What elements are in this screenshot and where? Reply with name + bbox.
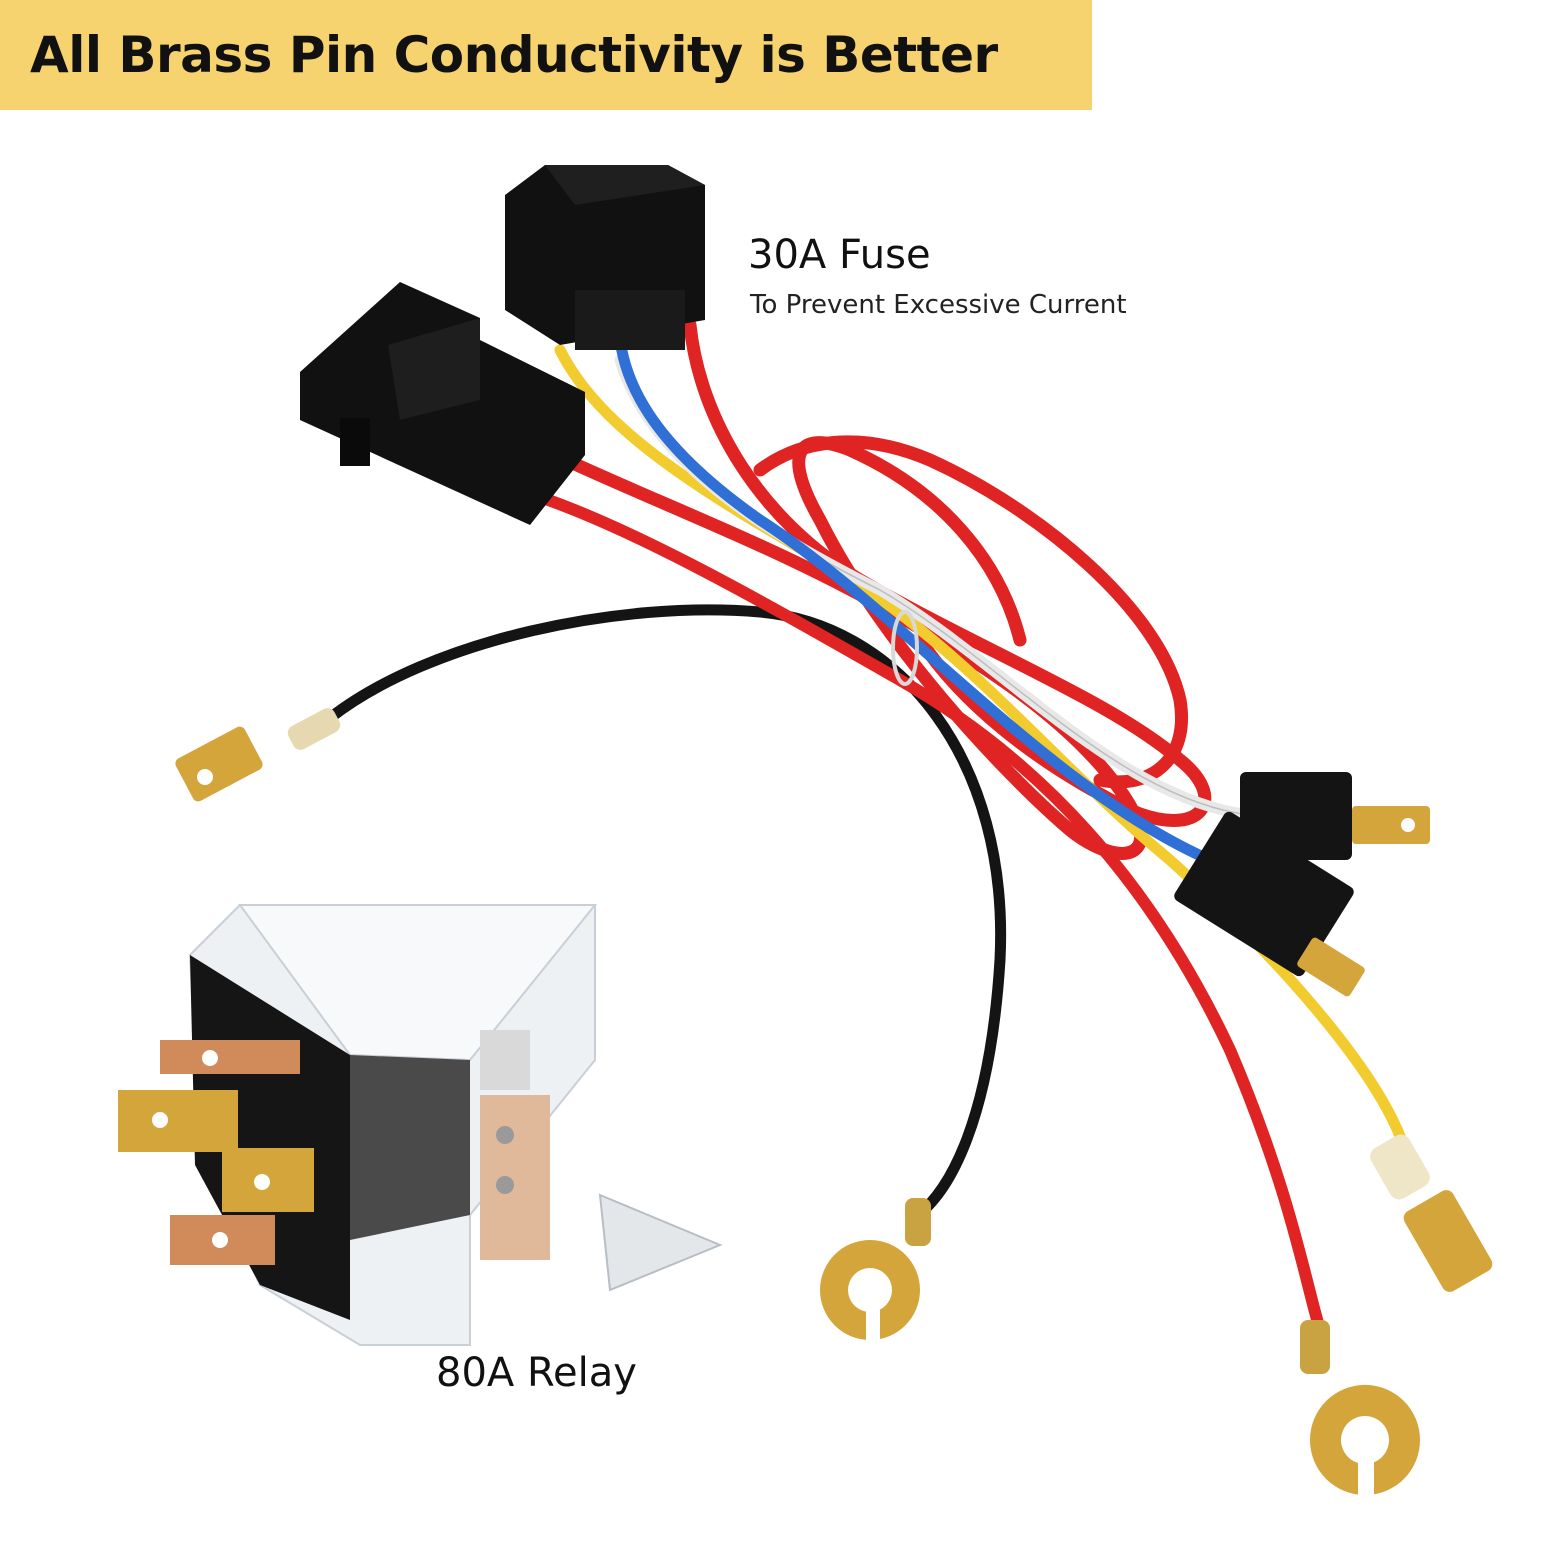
fuse-label: 30A Fuse — [748, 232, 931, 278]
spade-terminal-icon — [1174, 772, 1430, 997]
ring-terminal-icon — [1300, 1320, 1420, 1515]
yellow-wire — [554, 344, 1411, 1156]
relay-label: 80A Relay — [436, 1350, 637, 1396]
ring-terminal-icon — [820, 1198, 931, 1360]
fuse-holder-icon — [300, 282, 585, 525]
relay-socket-icon — [505, 165, 705, 350]
relay-icon — [118, 904, 723, 1346]
headline-banner: All Brass Pin Conductivity is Better — [0, 0, 1092, 110]
spade-terminal-icon — [1370, 1134, 1493, 1292]
headline: All Brass Pin Conductivity is Better — [30, 26, 998, 84]
blue-wire — [613, 294, 1216, 866]
cable-tie — [891, 610, 919, 686]
spade-terminal-icon — [175, 708, 341, 802]
red-wires — [512, 318, 1326, 1336]
fuse-description: To Prevent Excessive Current — [750, 290, 1127, 320]
